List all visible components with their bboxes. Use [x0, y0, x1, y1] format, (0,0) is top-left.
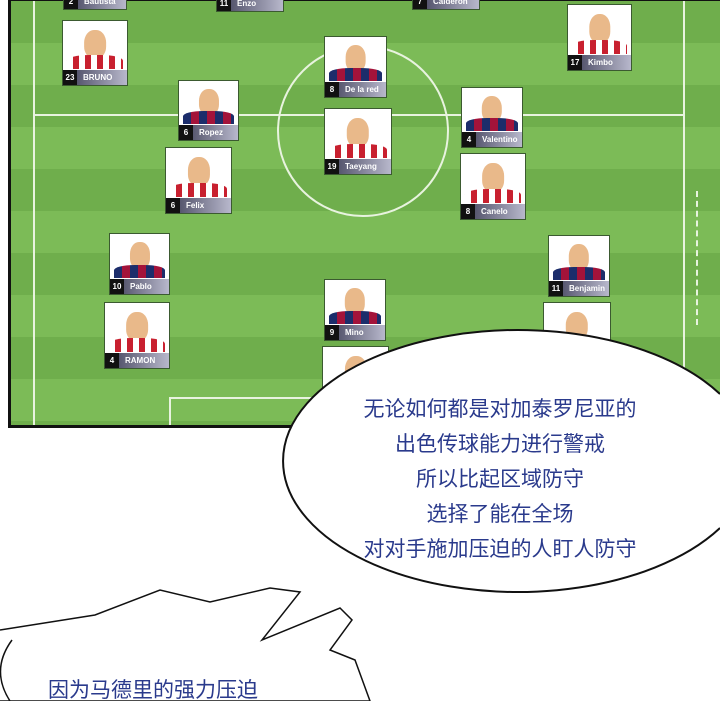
player-portrait: [588, 14, 611, 43]
jersey: [182, 111, 235, 124]
player-number: 6: [179, 125, 193, 140]
player-name: Enzo: [237, 0, 257, 8]
player-name: Pablo: [130, 282, 152, 291]
player-name: Felix: [186, 201, 205, 210]
player-portrait: [344, 288, 366, 315]
player-number: 4: [105, 353, 119, 368]
player-name: Canelo: [481, 207, 508, 216]
player-name: Bautista: [84, 0, 116, 6]
player-label: 6 Felix: [166, 198, 231, 213]
player-name: RAMON: [125, 356, 156, 365]
player-name: Valentino: [482, 135, 518, 144]
player-number: 6: [166, 198, 180, 213]
player-label: 11 Benjamin: [549, 281, 609, 296]
player-card: 4 RAMON: [104, 302, 170, 369]
player-number: 7: [413, 0, 427, 9]
player-card: 6 Felix: [165, 147, 232, 214]
player-label: 19 Taeyang: [325, 159, 391, 174]
player-card: 4 Valentino: [461, 87, 523, 148]
box-line-right: [696, 191, 698, 325]
player-number: 8: [461, 204, 475, 219]
player-label: 17 Kimbo: [568, 55, 631, 70]
player-label: 11 Enzo: [217, 0, 283, 11]
jersey: [552, 266, 606, 280]
spiky-speech-bubble: [0, 587, 371, 701]
bubble-line: 出色传球能力进行警戒: [395, 432, 605, 456]
player-label: 23 BRUNO: [63, 70, 127, 85]
player-card: 8 Canelo: [460, 153, 526, 220]
player-label: 9 Mino: [325, 325, 385, 340]
player-portrait: [126, 312, 148, 341]
player-name: Ropez: [199, 128, 223, 137]
player-label: 7 Calderon: [413, 0, 479, 9]
player-number: 11: [217, 0, 231, 11]
player-label: 4 Valentino: [462, 132, 522, 147]
jersey: [66, 54, 124, 69]
player-number: 11: [549, 281, 563, 296]
player-number: 8: [325, 82, 339, 97]
player-name: Benjamin: [569, 284, 606, 293]
jersey: [464, 188, 522, 203]
player-card: 7 Calderon: [412, 0, 480, 10]
player-card: 10 Pablo: [109, 233, 170, 295]
player-label: 10 Pablo: [110, 279, 169, 294]
touchline-left: [33, 1, 35, 425]
jersey: [113, 264, 166, 278]
jersey: [465, 118, 519, 131]
player-name: Mino: [345, 328, 364, 337]
speech-bubble: [282, 329, 720, 593]
player-number: 17: [568, 55, 582, 70]
bubble-line: 无论如何都是对加泰罗尼亚的: [363, 397, 637, 421]
player-portrait: [198, 89, 219, 116]
player-card: 6 Ropez: [178, 80, 239, 141]
player-card: 17 Kimbo: [567, 4, 632, 71]
player-card: 19 Taeyang: [324, 108, 392, 175]
bubble-line: 选择了能在全场: [426, 502, 574, 526]
player-card: 2 Bautista: [63, 0, 127, 10]
player-number: 19: [325, 159, 339, 174]
player-name: De la red: [345, 85, 379, 94]
jersey: [328, 310, 382, 324]
player-portrait: [568, 244, 590, 271]
player-card: 9 Mino: [324, 279, 386, 341]
player-portrait: [345, 45, 366, 72]
player-card: 11 Enzo: [216, 0, 284, 12]
player-label: 8 Canelo: [461, 204, 525, 219]
player-name: BRUNO: [83, 73, 113, 82]
player-label: 4 RAMON: [105, 353, 169, 368]
player-label: 6 Ropez: [179, 125, 238, 140]
penalty-box-line: [169, 397, 171, 425]
player-card: 11 Benjamin: [548, 235, 610, 297]
player-number: 9: [325, 325, 339, 340]
jersey: [108, 337, 166, 352]
player-card: 8 De la red: [324, 36, 387, 98]
player-portrait: [129, 242, 150, 269]
player-portrait: [481, 96, 503, 123]
speech-bubble-text: 无论如何都是对加泰罗尼亚的 出色传球能力进行警戒 所以比起区域防守 选择了能在全…: [300, 392, 700, 567]
player-number: 23: [63, 70, 77, 85]
player-name: Taeyang: [345, 162, 377, 171]
player-portrait: [187, 157, 210, 186]
jersey: [328, 67, 383, 81]
jersey: [571, 39, 628, 54]
player-name: Calderon: [433, 0, 468, 6]
player-number: 10: [110, 279, 124, 294]
touchline-right: [683, 1, 685, 425]
player-portrait: [482, 163, 504, 192]
bubble-line: 对对手施加压迫的人盯人防守: [363, 537, 637, 561]
player-portrait: [346, 118, 370, 147]
jersey: [328, 143, 388, 158]
speech-bubble-2-text: 因为马德里的强力压迫: [48, 678, 258, 702]
player-number: 2: [64, 0, 78, 9]
player-number: 4: [462, 132, 476, 147]
player-label: 2 Bautista: [64, 0, 126, 9]
player-name: Kimbo: [588, 58, 613, 67]
player-label: 8 De la red: [325, 82, 386, 97]
bubble-line: 所以比起区域防守: [416, 467, 584, 491]
player-card: 23 BRUNO: [62, 20, 128, 86]
jersey: [169, 182, 228, 197]
player-portrait: [84, 29, 106, 59]
